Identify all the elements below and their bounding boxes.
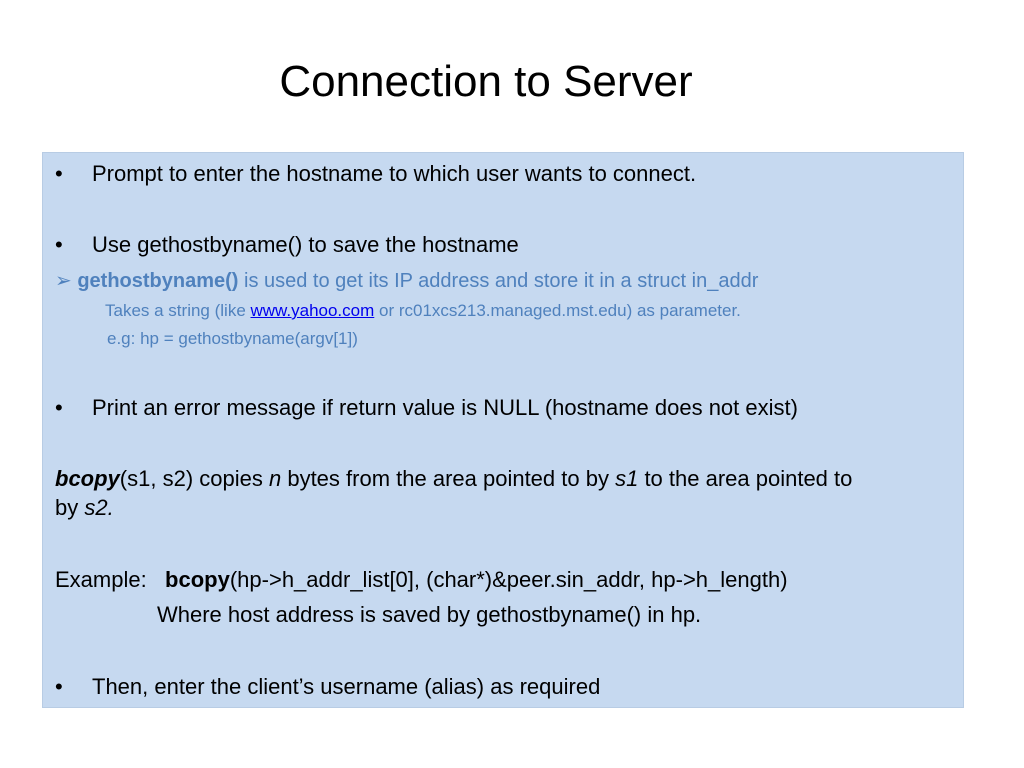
- subpoint-example-line: e.g: hp = gethostbyname(argv[1]): [107, 329, 358, 348]
- bullet-marker: •: [55, 395, 63, 420]
- example-args: (hp->h_addr_list[0], (char*)&peer.sin_ad…: [229, 567, 788, 592]
- bullet-marker: •: [55, 161, 63, 186]
- bcopy-desc-line1: bcopy(s1, s2) copies n bytes from the ar…: [55, 466, 852, 492]
- example-where-line: Where host address is saved by gethostby…: [157, 602, 702, 627]
- content-box: • Prompt to enter the hostname to which …: [42, 152, 964, 708]
- bcopy-desc-text: bytes from the area pointed to by: [281, 466, 616, 491]
- slide-title: Connection to Server: [279, 57, 693, 106]
- bcopy-desc-text: by: [55, 495, 85, 520]
- example-line: Example: bcopy(hp->h_addr_list[0], (char…: [55, 567, 788, 593]
- subpoint-line: ➢ gethostbyname() is used to get its IP …: [55, 269, 758, 293]
- bullet-text-username: Then, enter the client’s username (alias…: [92, 674, 601, 699]
- example-func: bcopy: [165, 567, 230, 592]
- bullet-text-error: Print an error message if return value i…: [92, 395, 798, 420]
- subpoint-func: gethostbyname(): [77, 270, 239, 292]
- bullet-text-prompt: Prompt to enter the hostname to which us…: [92, 161, 697, 186]
- bullet-marker: •: [55, 674, 63, 699]
- subpoint-detail-post: or rc01xcs213.managed.mst.edu) as parame…: [374, 301, 741, 320]
- bcopy-desc-line2: by s2.: [55, 495, 114, 521]
- bcopy-s1: s1: [615, 466, 639, 491]
- bcopy-func: bcopy: [55, 466, 120, 491]
- yahoo-link[interactable]: www.yahoo.com: [250, 301, 375, 320]
- bcopy-s2: s2.: [84, 495, 114, 520]
- bullet-marker: •: [55, 232, 63, 257]
- arrow-bullet-icon: ➢: [55, 270, 72, 292]
- bcopy-desc-text: (s1, s2) copies: [119, 466, 269, 491]
- subpoint-detail-line: Takes a string (like www.yahoo.com or rc…: [105, 300, 741, 322]
- example-label: Example:: [55, 567, 166, 592]
- subpoint-rest: is used to get its IP address and store …: [238, 270, 759, 292]
- bullet-text-gethostbyname: Use gethostbyname() to save the hostname: [92, 232, 519, 257]
- bcopy-desc-text: to the area pointed to: [638, 466, 853, 491]
- subpoint-detail-pre: Takes a string (like: [105, 301, 251, 320]
- bcopy-n: n: [268, 466, 282, 491]
